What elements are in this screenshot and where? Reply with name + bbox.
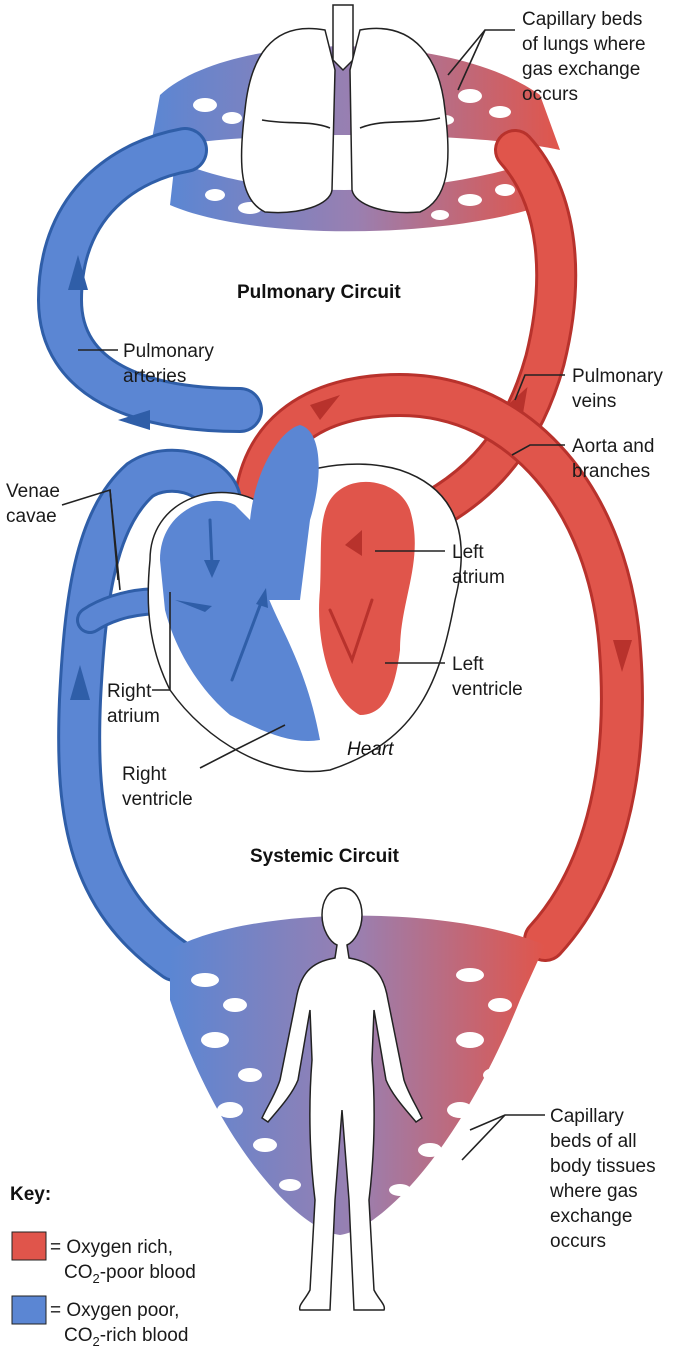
label-aorta: Aorta and branches (572, 436, 654, 482)
svg-text:arteries: arteries (123, 366, 186, 387)
svg-text:ventricle: ventricle (452, 679, 523, 700)
svg-text:body tissues: body tissues (550, 1156, 656, 1177)
svg-text:gas exchange: gas exchange (522, 59, 640, 80)
label-pulmonary-circuit: Pulmonary Circuit (237, 282, 401, 303)
label-left-atrium: Left atrium (452, 542, 505, 588)
svg-text:= Oxygen rich,: = Oxygen rich, (50, 1237, 173, 1258)
svg-text:where gas: where gas (549, 1181, 638, 1202)
legend-title: Key: (10, 1184, 51, 1205)
leader-lines (61, 29, 565, 1161)
svg-text:veins: veins (572, 391, 616, 412)
label-heart: Heart (347, 739, 394, 760)
label-right-ventricle: Right ventricle (122, 764, 193, 810)
svg-text:Venae: Venae (6, 481, 60, 502)
svg-text:branches: branches (572, 461, 650, 482)
svg-text:occurs: occurs (550, 1231, 606, 1252)
label-systemic-circuit: Systemic Circuit (250, 846, 400, 867)
svg-text:exchange: exchange (550, 1206, 632, 1227)
label-lung-capillaries: Capillary beds of lungs where gas exchan… (522, 9, 646, 105)
label-left-ventricle: Left ventricle (452, 654, 523, 700)
svg-text:CO2-rich blood: CO2-rich blood (64, 1325, 188, 1349)
svg-text:CO2-poor blood: CO2-poor blood (64, 1262, 196, 1286)
human-body-silhouette (261, 887, 423, 1311)
svg-text:ventricle: ventricle (122, 789, 193, 810)
svg-text:of lungs where: of lungs where (522, 34, 646, 55)
label-venae-cavae: Venae cavae (6, 481, 60, 527)
lungs-illustration (240, 4, 449, 214)
label-body-capillaries: Capillary beds of all body tissues where… (549, 1106, 656, 1252)
pulmonary-artery-vessel (36, 127, 263, 433)
svg-text:Right: Right (122, 764, 167, 785)
svg-text:Left: Left (452, 654, 484, 675)
heart-illustration (147, 425, 462, 773)
svg-text:cavae: cavae (6, 506, 57, 527)
svg-text:Left: Left (452, 542, 484, 563)
svg-text:Aorta and: Aorta and (572, 436, 654, 457)
svg-text:atrium: atrium (107, 706, 160, 727)
svg-text:atrium: atrium (452, 567, 505, 588)
legend-swatch-red (11, 1231, 47, 1261)
legend-item-oxygen-rich: = Oxygen rich, CO2-poor blood (11, 1231, 196, 1286)
legend-key: Key: = Oxygen rich, CO2-poor blood = Oxy… (10, 1184, 196, 1349)
legend-swatch-blue (11, 1295, 47, 1325)
svg-text:Right: Right (107, 681, 152, 702)
svg-text:beds of all: beds of all (550, 1131, 637, 1152)
aorta-vessel (232, 372, 644, 962)
svg-text:Capillary beds: Capillary beds (522, 9, 642, 30)
svg-text:Capillary: Capillary (550, 1106, 624, 1127)
svg-text:= Oxygen poor,: = Oxygen poor, (50, 1300, 179, 1321)
label-pulmonary-arteries: Pulmonary arteries (123, 341, 214, 387)
svg-text:Pulmonary: Pulmonary (123, 341, 214, 362)
label-right-atrium: Right atrium (107, 681, 160, 727)
svg-text:Pulmonary: Pulmonary (572, 366, 663, 387)
label-pulmonary-veins: Pulmonary veins (572, 366, 663, 412)
legend-item-oxygen-poor: = Oxygen poor, CO2-rich blood (11, 1295, 188, 1349)
pulmonary-vein-vessel (369, 129, 578, 551)
svg-text:occurs: occurs (522, 84, 578, 105)
